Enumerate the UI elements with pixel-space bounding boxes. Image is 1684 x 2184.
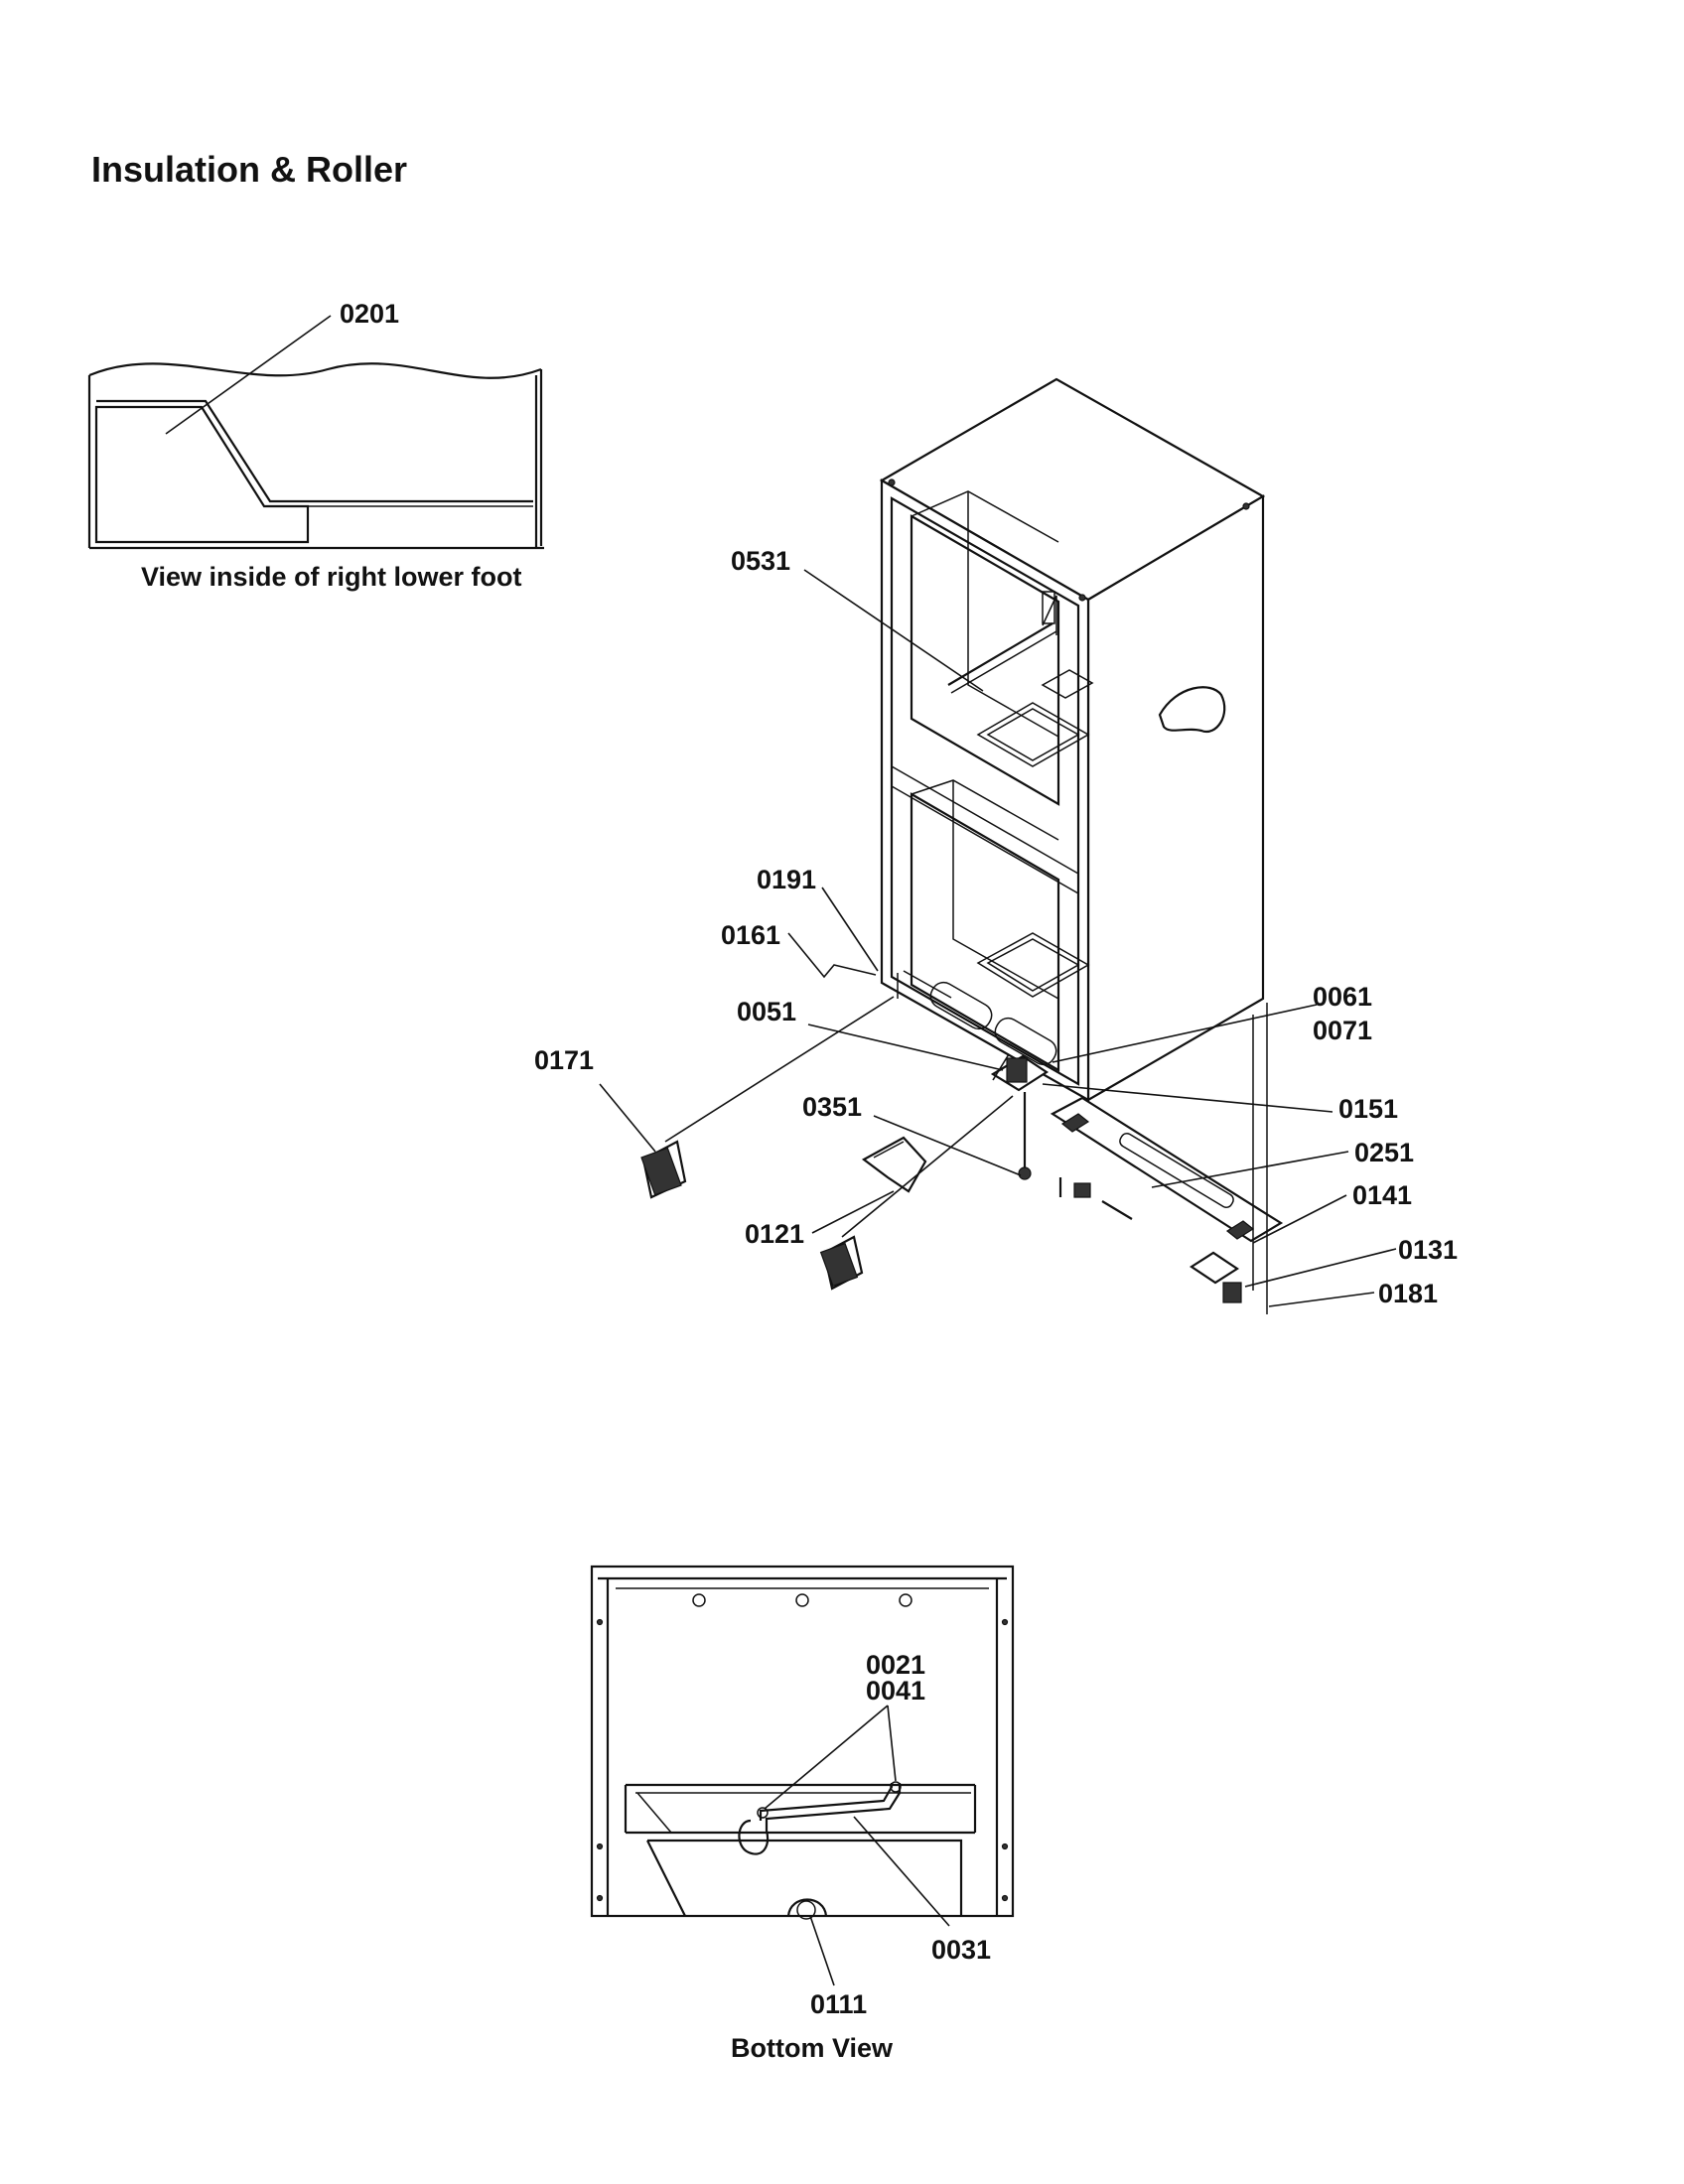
- label-0161: 0161: [721, 920, 780, 950]
- caption-inset: View inside of right lower foot: [141, 562, 522, 592]
- bottom-view: 0021 0041 0031 0111 Bottom View: [590, 1565, 1015, 2063]
- label-0351: 0351: [802, 1092, 862, 1122]
- caption-bottom: Bottom View: [731, 2033, 894, 2063]
- label-0191: 0191: [757, 865, 816, 894]
- label-0121: 0121: [745, 1219, 804, 1249]
- label-0141: 0141: [1352, 1180, 1412, 1210]
- inset-foot-view: 0201 View inside of right lower foot: [87, 299, 544, 592]
- label-0531: 0531: [731, 546, 790, 576]
- label-0041: 0041: [866, 1676, 925, 1706]
- label-0051: 0051: [737, 997, 796, 1026]
- label-0251: 0251: [1354, 1138, 1414, 1167]
- label-0131: 0131: [1398, 1235, 1458, 1265]
- label-0201: 0201: [340, 299, 399, 329]
- roller-hardware: [640, 996, 1284, 1314]
- label-0071: 0071: [1313, 1016, 1372, 1045]
- label-0021: 0021: [866, 1650, 925, 1680]
- label-0181: 0181: [1378, 1279, 1438, 1308]
- refrigerator-cabinet: [879, 377, 1266, 1102]
- page-title: Insulation & Roller: [91, 149, 407, 190]
- main-labels: 0531 0191 0161 0051 0171 0061 0071 0151 …: [534, 546, 1458, 1308]
- label-0111: 0111: [810, 1989, 867, 2019]
- label-0171: 0171: [534, 1045, 594, 1075]
- label-0151: 0151: [1338, 1094, 1398, 1124]
- label-0061: 0061: [1313, 982, 1372, 1012]
- label-0031: 0031: [931, 1935, 991, 1965]
